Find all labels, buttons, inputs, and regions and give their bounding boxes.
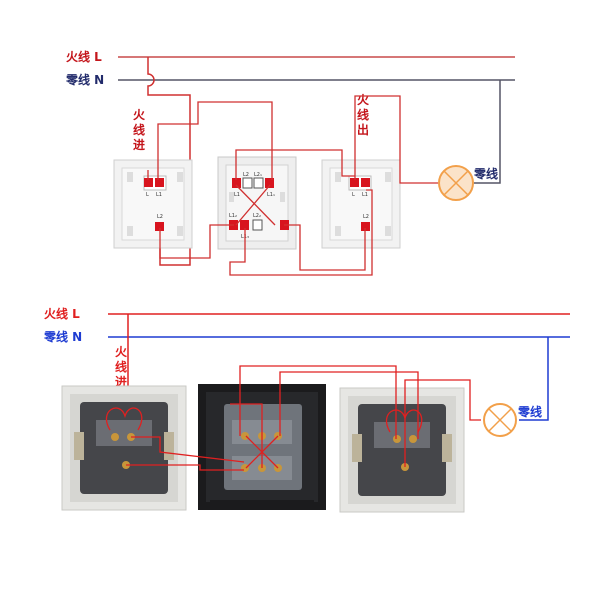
top-lamp: [438, 165, 474, 201]
top-live-in-wire: [147, 57, 191, 266]
top-right-term-label-L: L: [352, 192, 355, 198]
bottom-mid-terminal-4: [241, 464, 249, 472]
top-right-terminal-L2: [361, 222, 370, 231]
top-mid-term-label-5: L1₂: [229, 213, 237, 219]
top-mid-term-label-1: L2: [243, 172, 249, 178]
bottom-right-switch: [339, 387, 465, 513]
bottom-mid-terminal-1: [241, 432, 249, 440]
top-right-term-label-L1: L1: [362, 192, 368, 198]
top-mid-terminal-2: [242, 177, 253, 189]
top-diagram: 火线 L 零线 N 火 线 进 火 线 出 L L1 L2: [65, 49, 515, 276]
top-live-out-char-3: 出: [357, 122, 369, 137]
top-mid-term-label-4: L1₁: [267, 192, 275, 198]
top-mid-terminal-6: [240, 220, 249, 230]
bottom-right-terminal-1: [393, 435, 401, 443]
top-live-label: 火线 L: [66, 49, 102, 64]
top-right-terminal-L1: [361, 178, 370, 187]
bottom-lamp-neutral-label: 零线: [517, 404, 542, 419]
top-left-term-label-L1: L1: [156, 192, 162, 198]
top-left-terminal-L1: [155, 178, 164, 187]
top-live-in-char-3: 进: [133, 137, 145, 152]
top-left-switch: L L1 L2: [113, 159, 193, 249]
top-right-switch: L L1 L2: [321, 159, 401, 249]
top-left-terminal-L2: [155, 222, 164, 231]
top-live-out-char-2: 线: [357, 107, 369, 122]
top-left-term-label-L2: L2: [157, 214, 163, 220]
bottom-lamp: [483, 403, 517, 437]
bottom-live-in-char-3: 进: [115, 374, 127, 389]
top-neutral-to-lamp: [474, 80, 501, 184]
top-mid-terminal-4: [265, 178, 274, 188]
top-mid-terminal-7: [252, 219, 263, 231]
top-left-terminal-L: [144, 178, 153, 187]
top-neutral-label: 零线 N: [65, 72, 104, 87]
bottom-neutral-label: 零线 N: [43, 329, 82, 344]
top-mid-term-label-2: L2₁: [254, 172, 262, 178]
top-middle-switch: L2 L2₁ L1 L1₁ L1₂ L2₂ L1₃: [217, 156, 297, 250]
top-live-out-char-1: 火: [357, 93, 370, 107]
bottom-traveler-wires: [126, 365, 481, 471]
top-lamp-neutral-label: 零线: [473, 166, 498, 181]
bottom-diagram: 火线 L 零线 N 火 线 进: [43, 306, 570, 513]
bottom-live-in-char-1: 火: [115, 345, 128, 359]
top-mid-term-label-6: L2₂: [253, 213, 261, 219]
bottom-live-in-char-2: 线: [115, 359, 127, 374]
top-left-term-label-L: L: [146, 192, 149, 198]
top-right-term-label-L2: L2: [363, 214, 369, 220]
top-live-in-char-2: 线: [133, 122, 145, 137]
bottom-left-switch: [61, 385, 187, 511]
top-mid-term-label-3: L1: [234, 192, 240, 198]
bottom-left-terminal-1: [111, 433, 119, 441]
top-live-in-char-1: 火: [133, 108, 146, 122]
bottom-right-terminal-2: [409, 435, 417, 443]
top-traveler-wires: [147, 95, 438, 276]
top-right-terminal-L: [350, 178, 359, 187]
bottom-neutral-to-lamp: [519, 337, 549, 421]
top-mid-terminal-1: [232, 178, 241, 188]
top-mid-terminal-3: [253, 177, 264, 189]
bottom-live-label: 火线 L: [44, 306, 80, 321]
